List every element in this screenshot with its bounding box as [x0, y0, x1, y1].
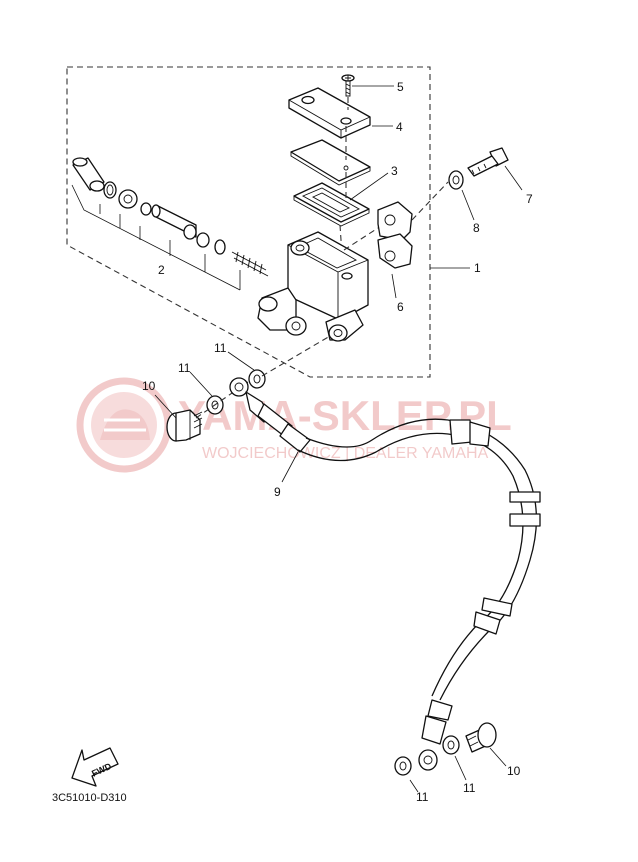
part-reservoir-cap	[288, 87, 371, 139]
callout-11-c: 11	[416, 790, 429, 804]
clamp-alignment	[343, 181, 449, 251]
callout-9: 9	[274, 485, 281, 499]
part-master-cylinder-body	[257, 231, 369, 342]
callout-11-b: 11	[178, 361, 191, 375]
callout-6: 6	[397, 300, 404, 314]
assembly-boundary	[66, 66, 431, 378]
part-union-bolt-right	[465, 722, 497, 753]
callout-11-d: 11	[463, 781, 476, 795]
watermark: YAMA-SKLEP.PL WOJCIECHOWICZ | DEALER YAM…	[76, 377, 512, 473]
part-clamp	[377, 201, 413, 269]
watermark-subtitle: WOJCIECHOWICZ | DEALER YAMAHA	[202, 445, 489, 462]
part-brake-hose	[229, 377, 541, 771]
callout-8: 8	[473, 221, 480, 235]
watermark-logo	[76, 377, 172, 473]
part-washer-8	[448, 170, 464, 190]
callout-11-a: 11	[214, 341, 227, 355]
callout-10-left: 10	[142, 379, 156, 393]
part-bolt-7	[467, 147, 509, 177]
callout-3: 3	[391, 164, 398, 178]
part-union-bolt-left	[166, 409, 203, 442]
callouts: 1 2 3 4 5 6 7 8 9 10 10 11 11 11 11	[142, 80, 533, 804]
fwd-direction-arrow: FWD	[71, 747, 119, 787]
callout-1: 1	[474, 261, 481, 275]
part-screw	[341, 74, 355, 97]
callout-7: 7	[526, 192, 533, 206]
part-piston-kit	[72, 157, 269, 277]
callout-4: 4	[396, 120, 403, 134]
callout-2: 2	[158, 263, 165, 277]
part-washers-right	[394, 735, 460, 776]
callout-bracket-2	[71, 184, 241, 291]
callout-10-right: 10	[507, 764, 521, 778]
leader-lines	[154, 85, 523, 793]
diagram-code: 3C51010-D310	[52, 792, 127, 804]
part-diaphragm-plate	[290, 139, 371, 186]
callout-5: 5	[397, 80, 404, 94]
part-diaphragm	[293, 182, 370, 227]
